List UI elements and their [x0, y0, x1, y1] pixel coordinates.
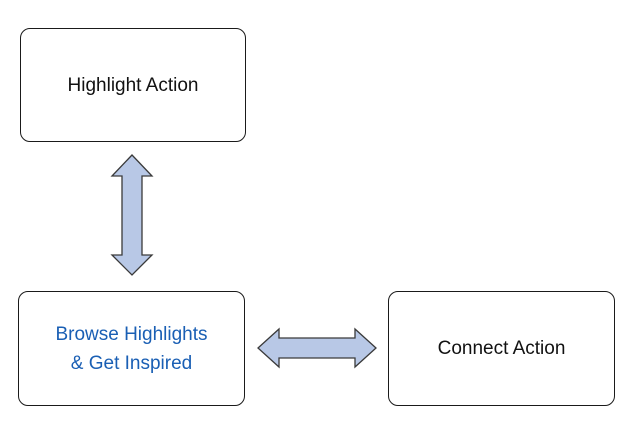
browse-highlights-label: Browse Highlights & Get Inspired [55, 323, 208, 374]
highlight-action-box: Highlight Action [20, 28, 246, 142]
double-arrow-vertical-icon [110, 154, 154, 276]
connect-action-box: Connect Action [388, 291, 615, 406]
connect-action-label: Connect Action [437, 338, 566, 359]
double-arrow-horizontal-icon [257, 327, 377, 369]
browse-highlights-box: Browse Highlights & Get Inspired [18, 291, 245, 406]
highlight-action-label: Highlight Action [67, 74, 199, 96]
